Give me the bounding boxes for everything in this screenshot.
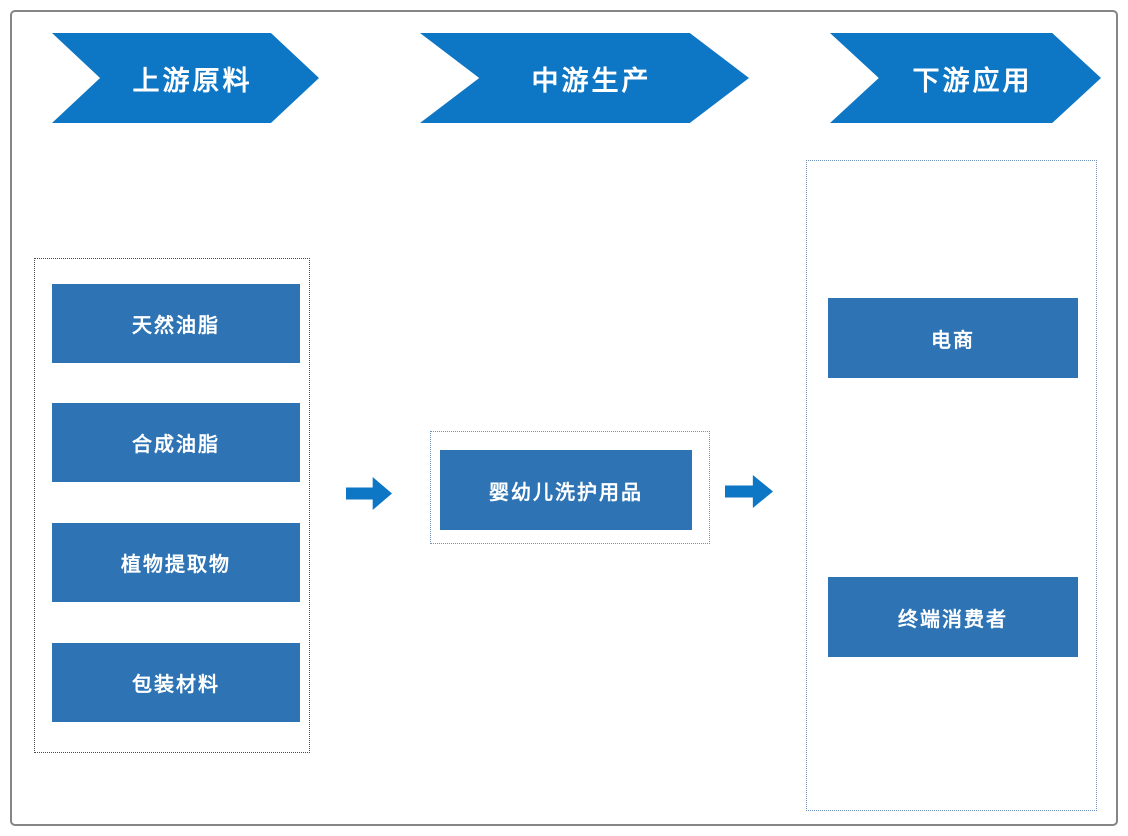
upstream-item-box: 合成油脂	[52, 403, 300, 482]
upstream-item-box: 植物提取物	[52, 523, 300, 602]
right-arrow-icon	[725, 475, 773, 508]
stage-chevron-upstream: 上游原料	[52, 33, 319, 123]
midstream-item-box: 婴幼儿洗护用品	[440, 450, 692, 530]
upstream-item-box: 天然油脂	[52, 284, 300, 363]
downstream-panel: 电商 终端消费者	[806, 160, 1097, 811]
downstream-item-box: 终端消费者	[828, 577, 1078, 657]
stage-chevron-downstream: 下游应用	[830, 33, 1101, 123]
upstream-panel: 天然油脂 合成油脂 植物提取物 包装材料	[34, 258, 310, 753]
downstream-item-box: 电商	[828, 298, 1078, 378]
stage-chevron-midstream: 中游生产	[420, 33, 749, 123]
upstream-item-box: 包装材料	[52, 643, 300, 722]
right-arrow-icon	[346, 477, 392, 510]
diagram-frame: 上游原料 中游生产 下游应用 天然油脂 合成油脂 植物提取物 包装材料 婴幼儿洗…	[10, 10, 1118, 826]
midstream-panel: 婴幼儿洗护用品	[430, 431, 710, 544]
